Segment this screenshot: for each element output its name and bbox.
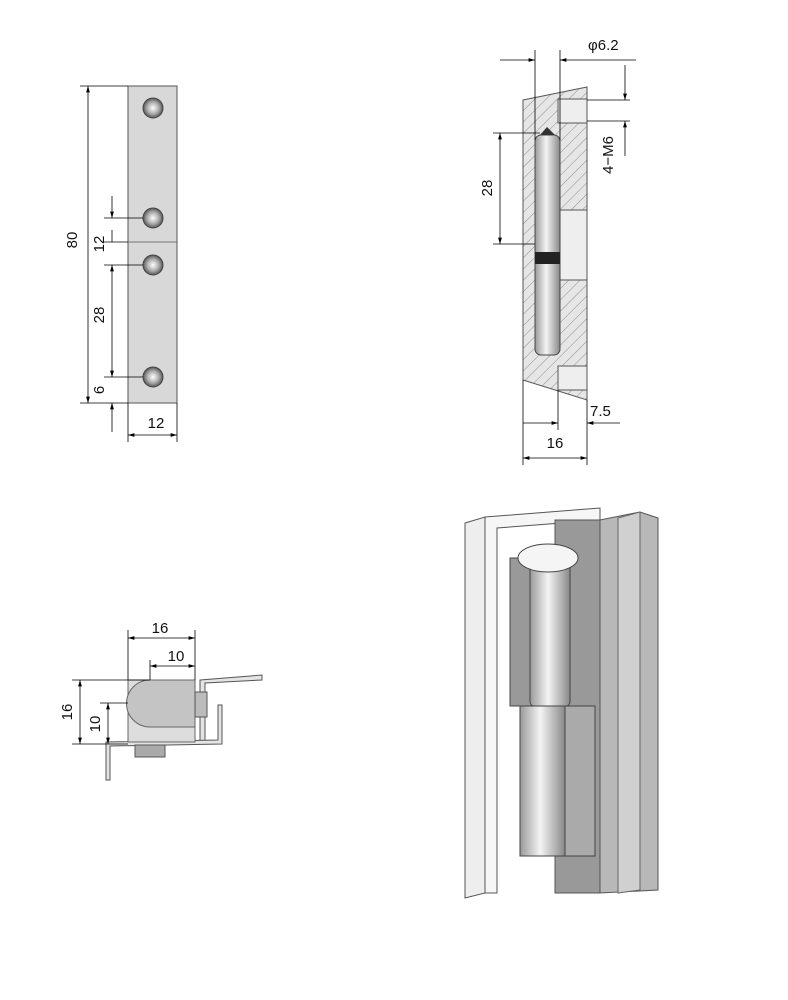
dim-side-axis: 10 [87,716,104,733]
dim-side-width: 16 [152,620,169,637]
dim-7-5: 7.5 [590,403,611,420]
thread-hole [557,98,588,124]
hinge-knuckle-upper [529,557,571,707]
dim-80: 80 [64,232,81,249]
dim-pin-length: 28 [479,180,496,197]
frame-left-wall [464,516,486,899]
dim-12-width: 12 [148,415,165,432]
dim-thread: 4−M6 [600,136,617,174]
dim-side-radius: 10 [168,648,185,665]
center-gap [557,209,588,281]
dimension-lines [493,50,636,465]
thread-hole [557,365,588,391]
mount-hole [142,207,164,229]
dim-16: 16 [547,435,564,452]
front-view: 80 12 28 6 12 [64,85,178,442]
hinge-knuckle [126,679,196,728]
door-profile [199,674,263,745]
dim-6: 6 [91,386,108,394]
side-view: 16 10 16 10 [59,620,263,781]
dimension-lines [80,85,178,442]
isometric-view [464,507,659,899]
hinge-plate [127,85,178,404]
bolt-head [134,744,166,758]
hinge-knuckle-lower [519,705,566,857]
dim-pin-diameter: φ6.2 [588,37,619,54]
mount-hole [142,366,164,388]
dimension-lines [72,630,196,745]
hinge-leaf-lower [564,705,596,857]
hinge-pin [534,134,561,356]
dim-12-vertical: 12 [91,236,108,253]
dim-28: 28 [91,307,108,324]
nut [194,691,208,718]
dim-side-height: 16 [59,704,76,721]
knurl [535,252,560,264]
mount-hole [142,254,164,276]
mount-hole [142,97,164,119]
section-view: φ6.2 4−M6 28 7.5 16 [479,37,636,465]
